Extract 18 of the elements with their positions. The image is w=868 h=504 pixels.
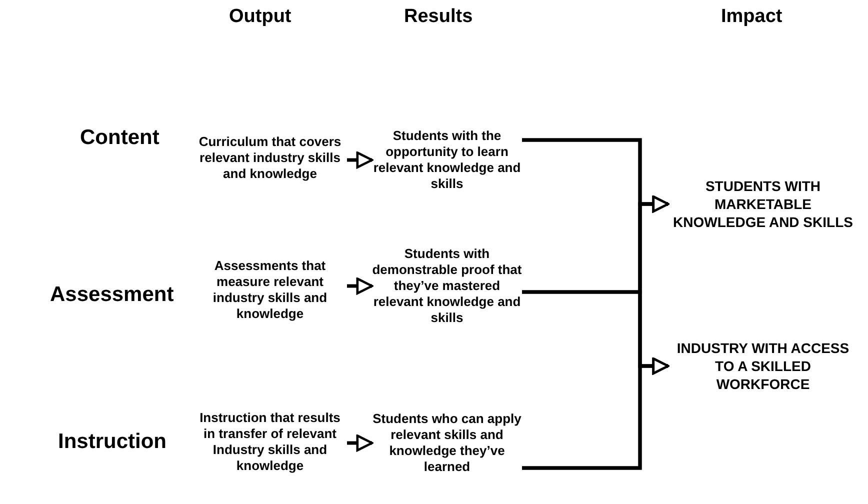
output-text: Curriculum that covers relevant industry skills and knowledge bbox=[198, 134, 342, 182]
result-text: Students who can apply relevant skills and knowledge they’ve learned bbox=[372, 411, 522, 475]
arrow bbox=[347, 278, 374, 294]
output-text: Instruction that results in transfer of relevant Industry skills and knowledge bbox=[198, 410, 342, 474]
arrow bbox=[347, 434, 374, 452]
column-heading: Results bbox=[404, 6, 473, 28]
arrow bbox=[522, 358, 670, 470]
arrow bbox=[347, 152, 374, 168]
column-heading: Output bbox=[229, 6, 292, 28]
result-text: Students with demonstrable proof that they’ve mastered relevant knowledge and skills bbox=[372, 246, 522, 326]
row-heading: Content bbox=[80, 126, 160, 150]
row-heading: Assessment bbox=[50, 283, 174, 307]
row-heading: Instruction bbox=[58, 430, 166, 454]
output-text: Assessments that measure relevant industry skills and knowledge bbox=[212, 258, 328, 322]
result-text: Students with the opportunity to learn relevant knowledge and skills bbox=[372, 128, 522, 192]
column-heading: Impact bbox=[721, 6, 782, 28]
impact-text: INDUSTRY WITH ACCESS TO A SKILLED WORKFORCE bbox=[676, 339, 850, 393]
impact-text: STUDENTS WITH MARKETABLE KNOWLEDGE AND SKILLS bbox=[672, 177, 854, 231]
